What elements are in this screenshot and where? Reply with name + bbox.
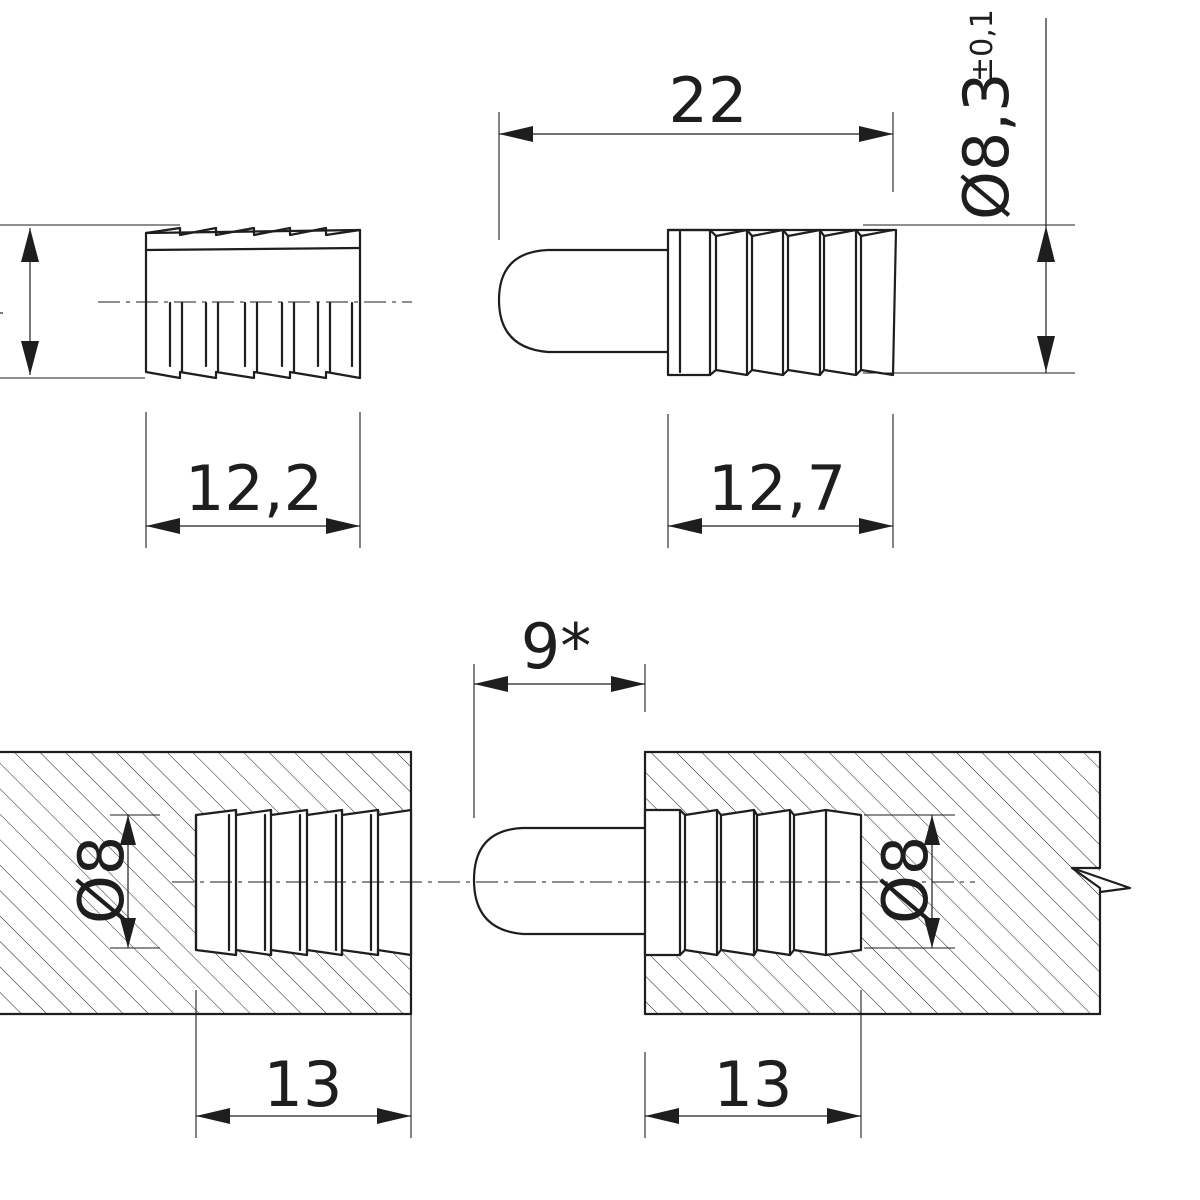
bore-depth-left-label: 13	[264, 1048, 343, 1121]
overall-length-label: 22	[669, 64, 748, 137]
socket-length-label: 12,2	[185, 452, 323, 525]
socket-sleeve-view: 12,2	[0, 224, 412, 548]
diameter-tolerance-label: ±0,1	[965, 9, 1000, 82]
gap-label: 9*	[521, 610, 591, 683]
diameter-label: Ø8,3	[950, 73, 1023, 220]
assembly-section-view: 9* Ø8 13	[0, 610, 1132, 1138]
bore-depth-right-label: 13	[714, 1048, 793, 1121]
bore-diameter-right-label: Ø8	[869, 836, 942, 924]
pin-thread-length-label: 12,7	[708, 452, 846, 525]
connector-pin-view: 22 Ø8,3 ±0,1 12,7	[497, 9, 1075, 548]
bore-diameter-left-label: Ø8	[65, 836, 138, 924]
